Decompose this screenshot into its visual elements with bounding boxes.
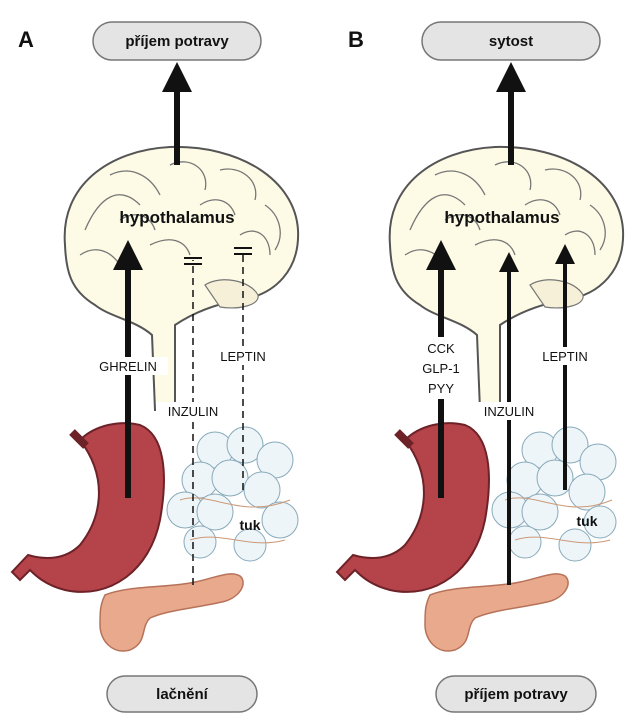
panel-b-cck-label: CCK bbox=[427, 341, 455, 356]
panel-b-fat-label: tuk bbox=[577, 513, 598, 529]
panel-a-esophagus bbox=[72, 432, 86, 446]
panel-b-top-label: sytost bbox=[489, 33, 533, 50]
panel-a-bottom-label: lačnění bbox=[156, 686, 209, 703]
panel-b-hypothalamus-label: hypothalamus bbox=[444, 208, 559, 227]
panel-b-glp1-label: GLP-1 bbox=[422, 361, 460, 376]
panel-a-hypothalamus-label: hypothalamus bbox=[119, 208, 234, 227]
panel-a-pancreas bbox=[100, 574, 243, 651]
panel-a-stomach bbox=[12, 423, 164, 592]
panel-a-fat-tissue bbox=[167, 427, 298, 561]
panel-b-letter: B bbox=[348, 27, 364, 52]
panel-b: B sytost hypothalamus tuk bbox=[337, 22, 623, 712]
panel-a-insulin-label: INZULIN bbox=[168, 404, 219, 419]
panel-b-esophagus bbox=[397, 432, 411, 446]
panel-b-pancreas bbox=[425, 574, 568, 651]
panel-a-letter: A bbox=[18, 27, 34, 52]
panel-a-ghrelin-label: GHRELIN bbox=[99, 359, 157, 374]
panel-a-fat-label: tuk bbox=[240, 517, 261, 533]
panel-a-top-label: příjem potravy bbox=[125, 33, 229, 50]
panel-a-leptin-label: LEPTIN bbox=[220, 349, 266, 364]
panel-b-stomach bbox=[337, 423, 489, 592]
panel-b-bottom-label: příjem potravy bbox=[464, 686, 568, 703]
panel-b-leptin-label: LEPTIN bbox=[542, 349, 588, 364]
panel-a: A příjem potravy hypothalamus tuk bbox=[12, 22, 298, 712]
panel-b-insulin-label: INZULIN bbox=[484, 404, 535, 419]
panel-b-pyy-label: PYY bbox=[428, 381, 454, 396]
